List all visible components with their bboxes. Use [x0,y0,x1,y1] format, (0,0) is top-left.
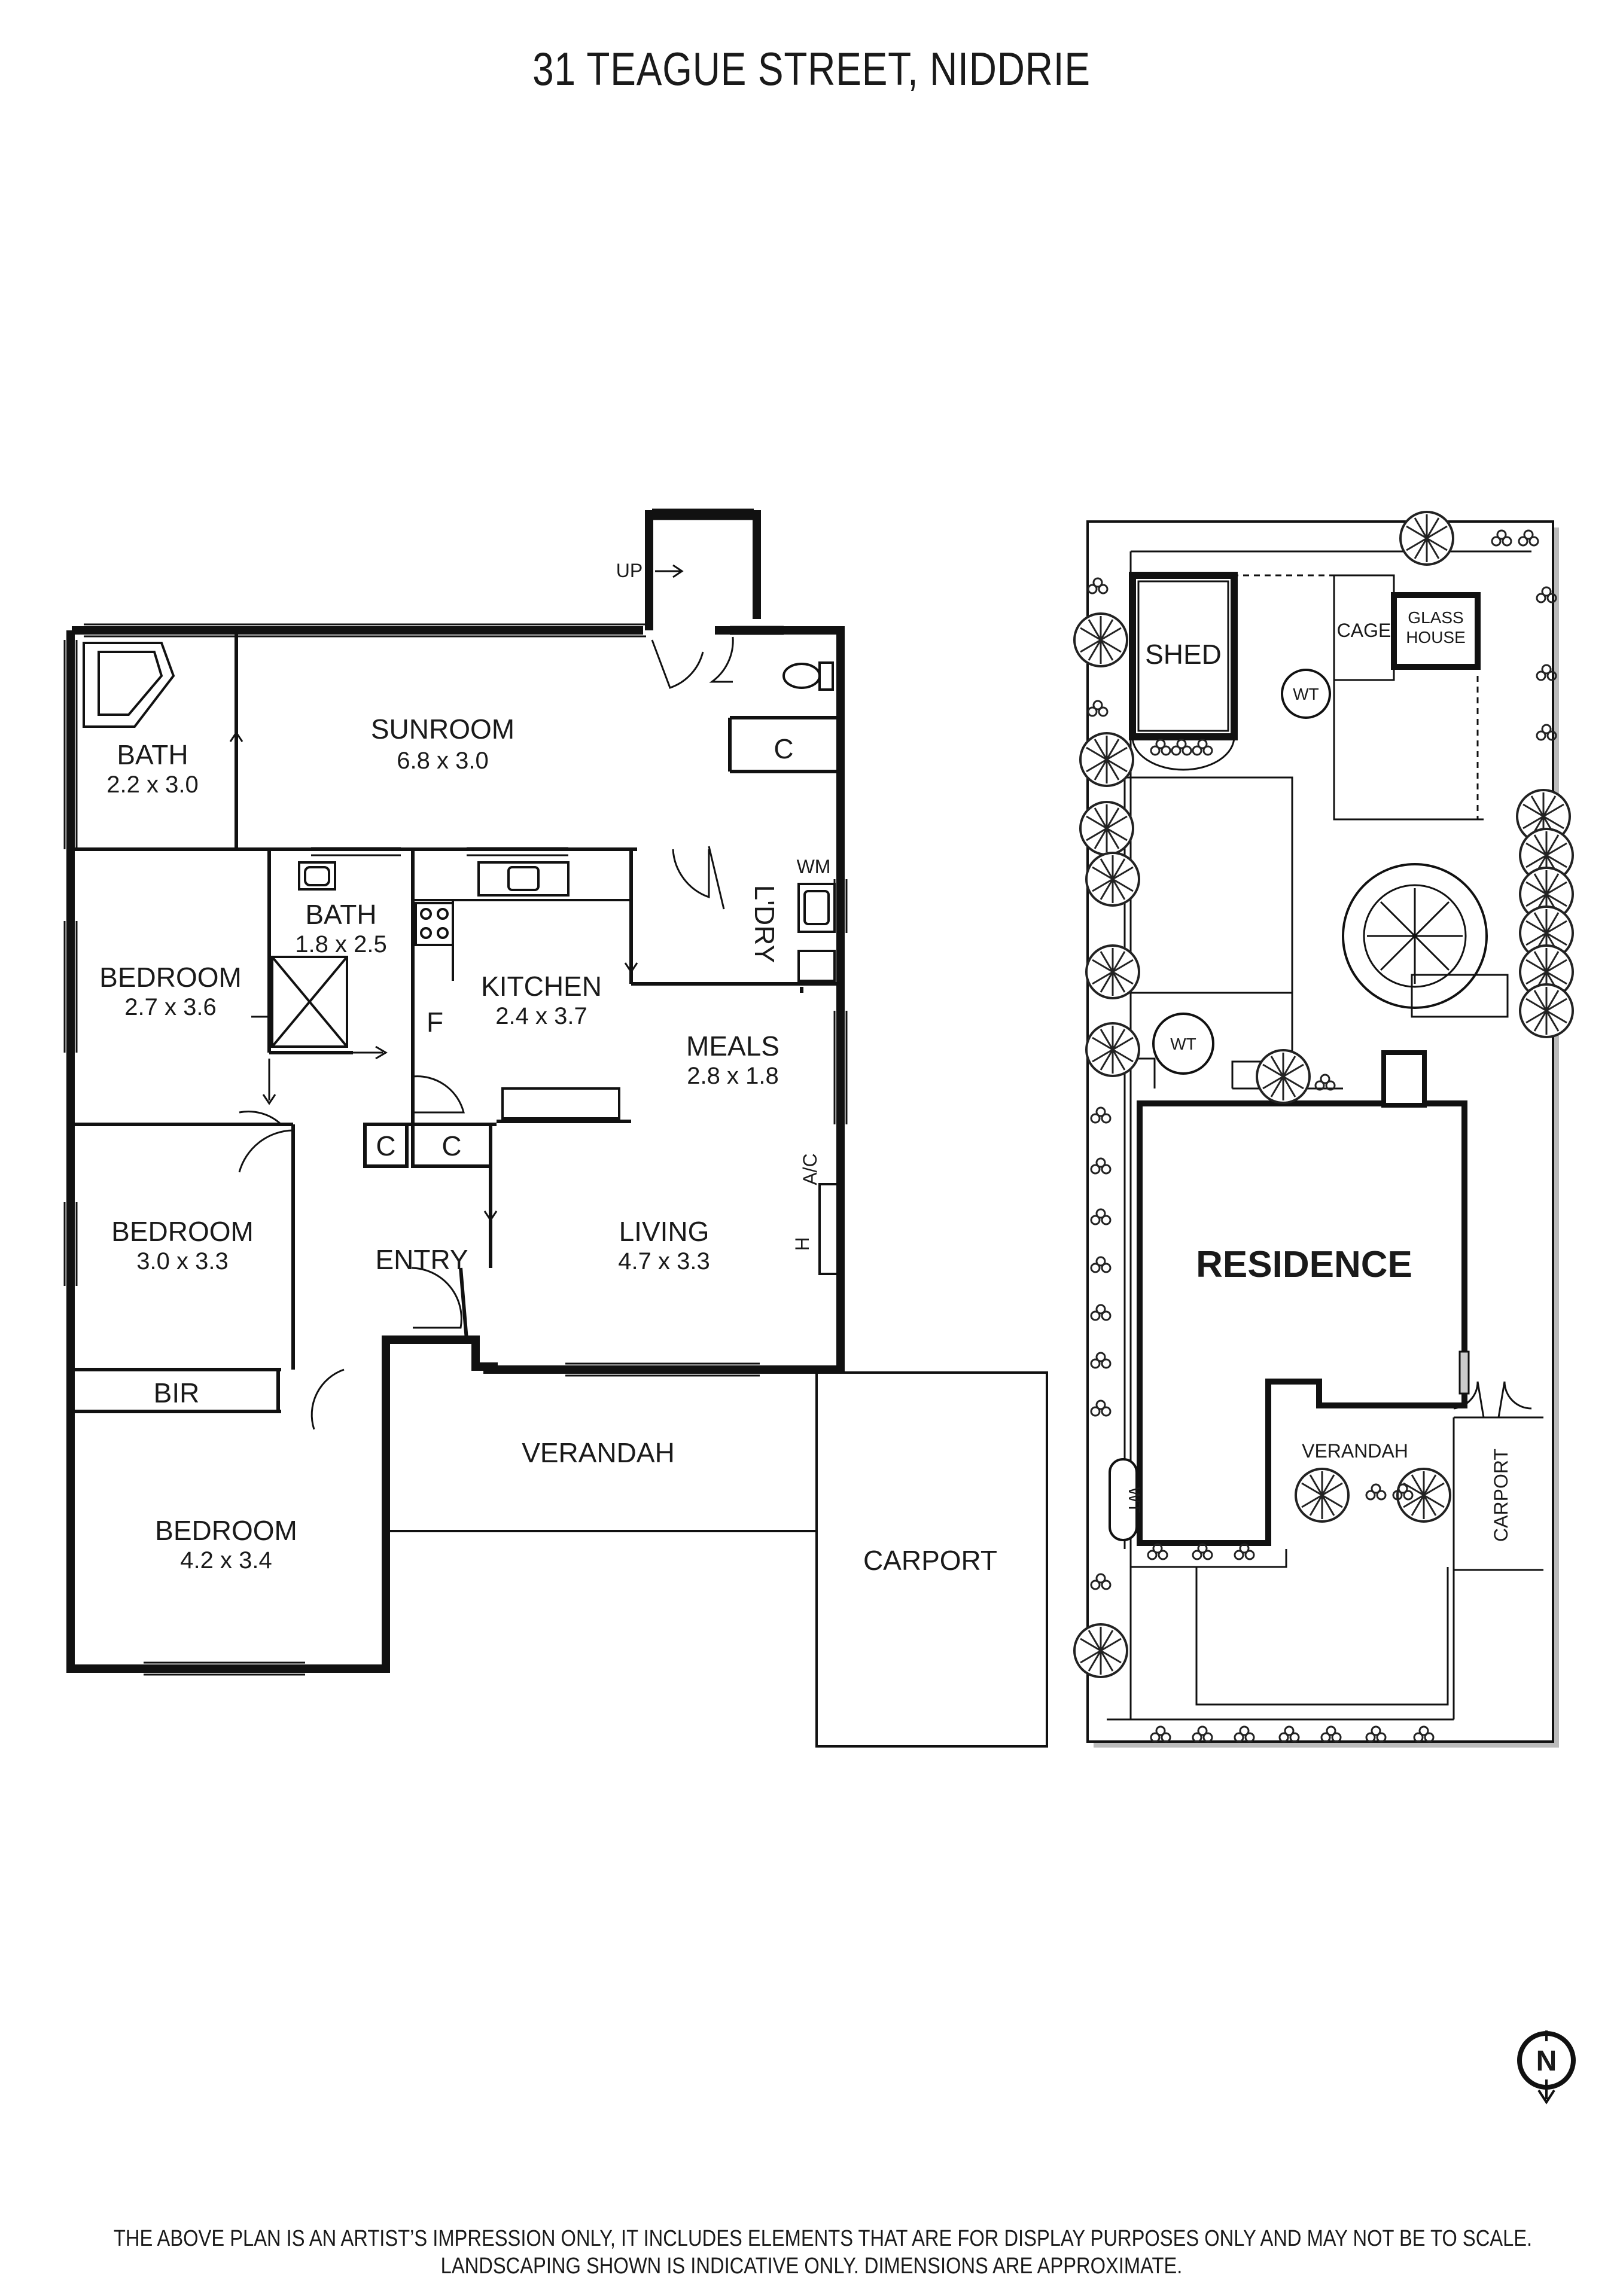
room-dims-sunroom: 6.8 x 3.0 [397,748,488,774]
room-dims-living: 4.7 x 3.3 [618,1248,710,1274]
residence [1137,1100,1467,1546]
label-water-tank-3: WT [1125,1487,1144,1513]
glass-house [1391,592,1481,670]
label-cupboard-1: C [376,1130,395,1161]
room-name-bedroom-1: BEDROOM [99,962,242,993]
shower [271,956,348,1048]
disclaimer: THE ABOVE PLAN IS AN ARTIST’S IMPRESSION… [113,2225,1533,2280]
label-cupboard-2: C [441,1130,461,1161]
label-carport: CARPORT [863,1545,997,1576]
room-name-bedroom-3: BEDROOM [155,1515,297,1546]
verandah-carport-outline [386,1371,1048,1748]
kitchen-bench [413,899,631,1120]
label-water-tank-1: WT [1293,685,1319,703]
bathtub-corner [83,642,175,728]
label-fridge: F [427,1007,443,1038]
windows [63,508,848,1676]
floor-plan [63,508,1048,1748]
door-swings [238,636,734,1430]
room-dims-bath-main: 2.2 x 3.0 [106,772,198,798]
north-compass-icon: N [1517,2030,1576,2105]
room-name-kitchen: KITCHEN [481,971,602,1002]
laundry-trough [797,883,836,982]
toilet [782,661,834,691]
room-dims-kitchen: 2.4 x 3.7 [495,1003,587,1029]
label-wm: WM [797,856,831,877]
water-tank-2 [1152,1013,1214,1075]
label-site-carport: CARPORT [1490,1449,1512,1542]
room-name-sunroom: SUNROOM [371,714,514,745]
disclaimer-line-1: THE ABOVE PLAN IS AN ARTIST’S IMPRESSION… [113,2226,1533,2251]
label-site-verandah: VERANDAH [1302,1440,1408,1462]
label-glass-house-2: HOUSE [1406,628,1466,647]
room-dims-meals: 2.8 x 1.8 [687,1063,778,1089]
water-tank-3 [1109,1458,1138,1541]
vanity-basin [298,861,336,891]
label-shed: SHED [1145,639,1222,670]
label-verandah: VERANDAH [522,1437,675,1468]
compass-label: N [1536,2045,1557,2077]
room-dims-bedroom-3: 4.2 x 3.4 [180,1547,272,1574]
room-name-bath-small: BATH [305,899,376,930]
label-bir: BIR [154,1377,200,1408]
label-residence: RESIDENCE [1196,1244,1412,1285]
site-plan [1086,520,1559,1748]
room-name-bedroom-2: BEDROOM [111,1216,254,1247]
page-title: 31 TEAGUE STREET, NIDDRIE [532,42,1091,95]
chimney [1381,1050,1427,1108]
room-name-bath-main: BATH [117,739,188,770]
room-name-living: LIVING [619,1216,710,1247]
room-dims-bedroom-2: 3.0 x 3.3 [136,1248,228,1274]
label-water-tank-2: WT [1170,1035,1196,1053]
disclaimer-line-2: LANDSCAPING SHOWN IS INDICATIVE ONLY. DI… [440,2254,1183,2279]
label-glass-house-1: GLASS [1408,608,1463,627]
room-dims-bath-small: 1.8 x 2.5 [295,931,386,958]
room-dims-bedroom-1: 2.7 x 3.6 [124,994,216,1020]
label-cage: CAGE [1337,620,1391,641]
site-plan-labels: RESIDENCE SHED CAGE GLASS HOUSE WT WT WT… [1125,608,1512,1542]
floor-plan-labels: SUNROOM 6.8 x 3.0 BATH 2.2 x 3.0 BATH 1.… [99,560,997,1576]
heater-box [818,1183,839,1275]
label-ac: A/C [799,1153,821,1185]
label-up: UP [616,560,642,581]
label-laundry: L'DRY [749,885,780,963]
water-tank-1 [1281,669,1331,719]
big-tree [1342,863,1488,1009]
opening-arrows [229,564,684,1222]
cooktop [415,902,454,946]
kitchen-sink [477,861,570,897]
room-name-meals: MEALS [686,1030,779,1062]
label-entry: ENTRY [375,1244,468,1275]
label-heater: H [791,1237,813,1251]
outer-walls [66,510,845,1673]
shed [1129,572,1238,740]
label-cupboard-laundry: C [774,733,793,764]
